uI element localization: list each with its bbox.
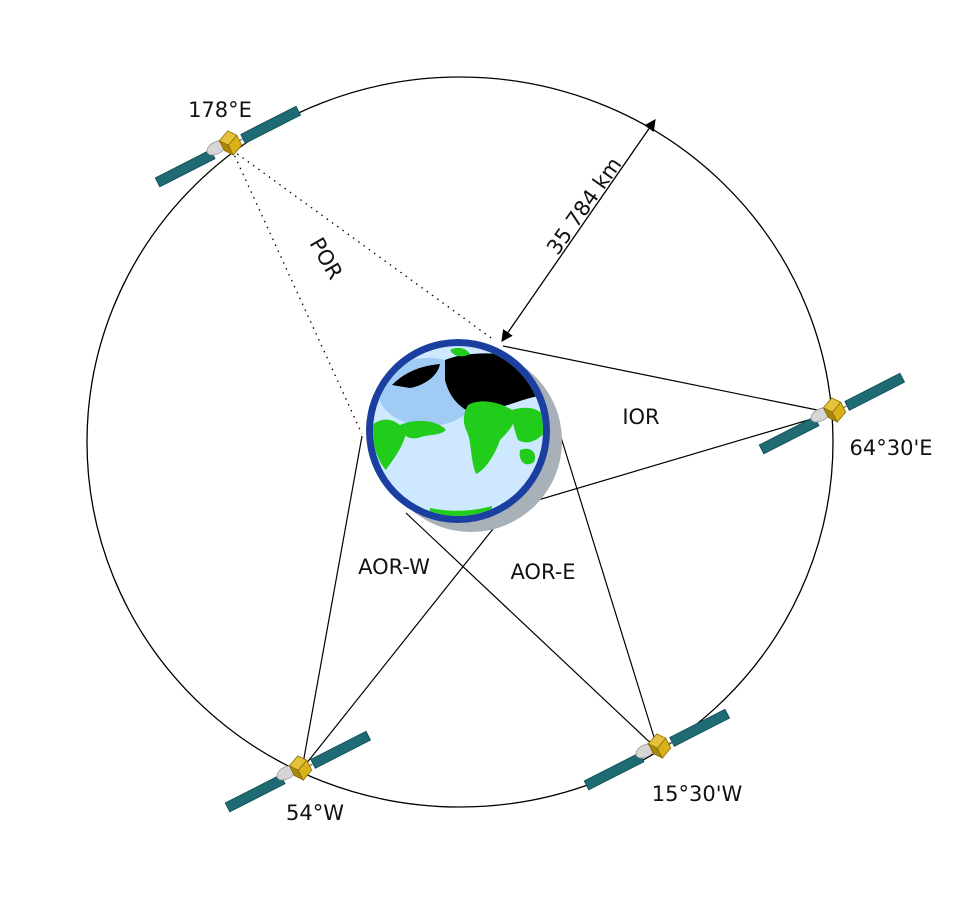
aor-e-line-right <box>554 417 659 751</box>
geostationary-orbit-circle <box>86 76 834 808</box>
ior-line-bottom <box>483 412 833 517</box>
coverage-lines <box>301 345 833 770</box>
region-label-ior: IOR <box>622 405 659 429</box>
distance-label: 35 784 km <box>542 153 626 259</box>
earth-globe-icon <box>366 339 562 532</box>
satellite-15w: 15°30'W <box>579 700 743 806</box>
satellite-label-15w: 15°30'W <box>652 782 743 806</box>
por-coverage-lines <box>231 149 495 435</box>
satellite-64e: 64°30'E <box>754 364 933 460</box>
region-label-aor-w: AOR-W <box>358 555 430 579</box>
satellite-label-54w: 54°W <box>286 801 344 825</box>
satellite-label-178e: 178°E <box>188 98 252 122</box>
satellite-178e: 178°E <box>150 97 304 193</box>
satellite-54w: 54°W <box>220 722 374 825</box>
region-label-aor-e: AOR-E <box>510 560 575 584</box>
aor-w-line-left <box>301 435 363 770</box>
region-label-por: POR <box>305 234 348 284</box>
aor-w-line-right <box>301 499 517 770</box>
satellite-label-64e: 64°30'E <box>850 436 933 460</box>
satellite-icon <box>579 700 733 796</box>
aor-e-line-left <box>405 512 659 751</box>
distance-arrow <box>501 119 656 342</box>
ior-line-top <box>502 345 833 414</box>
